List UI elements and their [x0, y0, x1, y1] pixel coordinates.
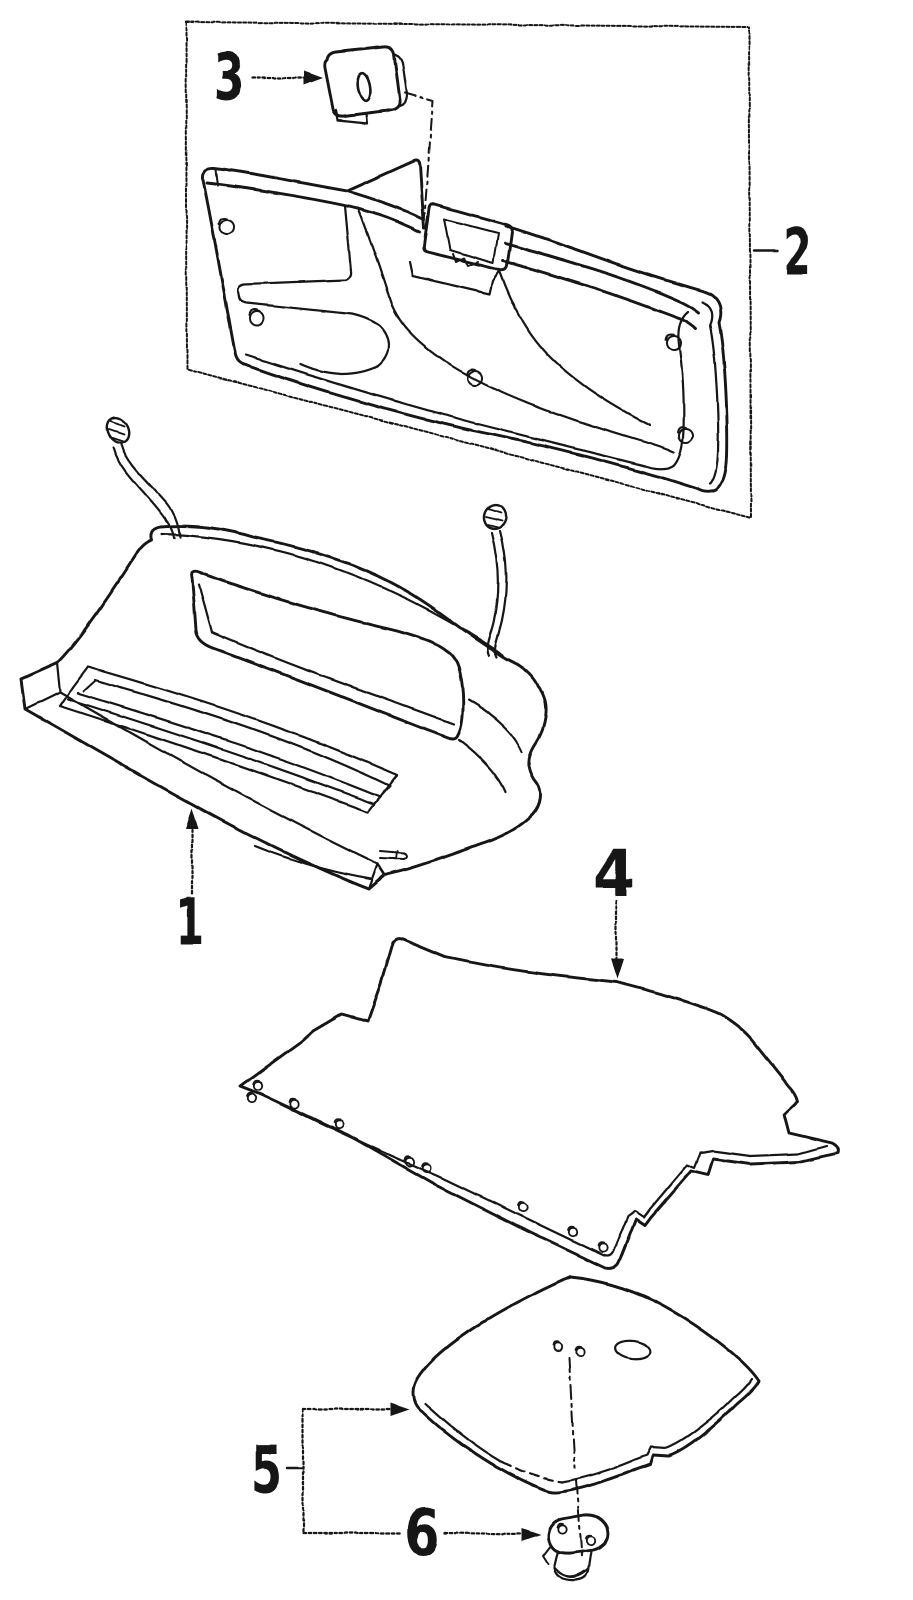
callout-6: 6: [404, 1497, 440, 1571]
callout-leaders: [185, 71, 780, 1542]
callout-3: 3: [214, 41, 244, 115]
callout-2: 2: [784, 216, 811, 290]
part4-trunk-mat-drawing: [238, 937, 840, 1270]
part5-spare-cover-drawing: [412, 1275, 761, 1557]
part6-bracket-drawing: [542, 1513, 610, 1582]
part2-trim-panel-drawing: [201, 159, 729, 494]
part1-package-tray-drawing: [19, 416, 548, 891]
callout-5: 5: [251, 1434, 282, 1508]
callout-labels: 1 2 3 4 5 6: [176, 41, 811, 1571]
frame-box-part2: [185, 21, 752, 519]
part3-cap-drawing: [323, 45, 434, 223]
callout-1: 1: [176, 886, 204, 960]
callout-4: 4: [593, 838, 635, 912]
